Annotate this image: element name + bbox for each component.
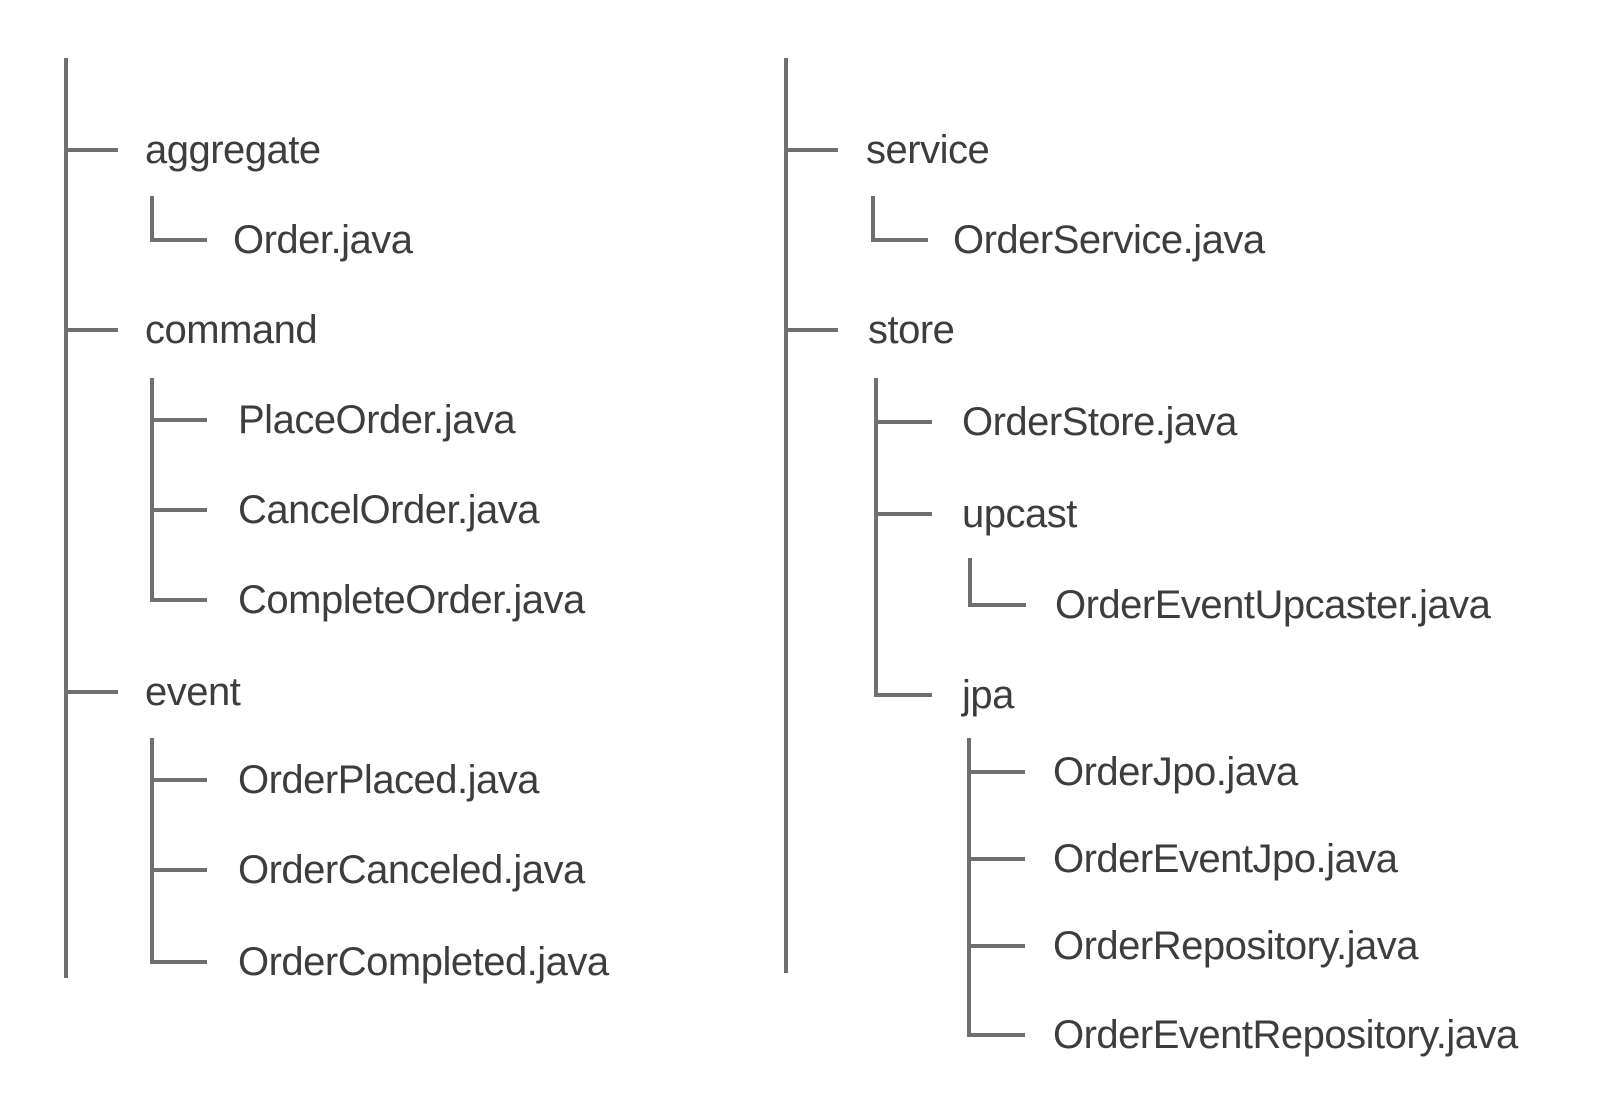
- order-placed-branch-line: [150, 778, 207, 782]
- file-label-order-event-jpo-java: OrderEventJpo.java: [1053, 837, 1398, 881]
- folder-label-upcast: upcast: [962, 492, 1077, 536]
- event-branch-line: [64, 690, 118, 694]
- service-child-connector-vline: [871, 196, 875, 242]
- order-canceled-branch-line: [150, 868, 207, 872]
- folder-label-event: event: [145, 670, 241, 714]
- left-tree-trunk-line: [64, 58, 68, 978]
- service-child-connector-hline: [871, 238, 928, 242]
- folder-label-aggregate: aggregate: [145, 128, 321, 172]
- event-subtrunk-line: [150, 738, 154, 964]
- file-label-order-event-upcaster-java: OrderEventUpcaster.java: [1055, 583, 1491, 627]
- file-label-complete-order-java: CompleteOrder.java: [238, 578, 585, 622]
- upcast-branch-line: [874, 512, 932, 516]
- order-event-jpo-branch-line: [967, 857, 1025, 861]
- folder-label-command: command: [145, 308, 318, 352]
- file-label-order-service-java: OrderService.java: [953, 218, 1265, 262]
- folder-label-jpa: jpa: [962, 673, 1014, 717]
- jpa-branch-line: [874, 693, 932, 697]
- file-label-order-jpo-java: OrderJpo.java: [1053, 750, 1298, 794]
- folder-label-store: store: [868, 308, 955, 352]
- complete-order-branch-line: [150, 598, 207, 602]
- place-order-branch-line: [150, 418, 207, 422]
- file-label-order-event-repository-java: OrderEventRepository.java: [1053, 1013, 1518, 1057]
- file-label-order-placed-java: OrderPlaced.java: [238, 758, 540, 802]
- upcast-child-connector-hline: [968, 603, 1026, 607]
- file-label-order-canceled-java: OrderCanceled.java: [238, 848, 585, 892]
- upcast-child-connector-vline: [968, 558, 972, 607]
- file-label-order-completed-java: OrderCompleted.java: [238, 940, 609, 984]
- cancel-order-branch-line: [150, 508, 207, 512]
- order-repository-branch-line: [967, 944, 1025, 948]
- aggregate-branch-line: [64, 148, 118, 152]
- right-tree-trunk-line: [784, 58, 788, 973]
- store-subtrunk-line: [874, 378, 878, 697]
- folder-label-service: service: [866, 128, 990, 172]
- service-branch-line: [784, 148, 838, 152]
- file-label-cancel-order-java: CancelOrder.java: [238, 488, 540, 532]
- order-jpo-branch-line: [967, 770, 1025, 774]
- order-completed-branch-line: [150, 960, 207, 964]
- file-label-order-java: Order.java: [233, 218, 413, 262]
- jpa-subtrunk-line: [967, 738, 971, 1037]
- store-branch-line: [784, 328, 838, 332]
- aggregate-child-connector-hline: [150, 238, 207, 242]
- file-label-order-repository-java: OrderRepository.java: [1053, 924, 1418, 968]
- aggregate-child-connector-vline: [150, 196, 154, 242]
- file-label-order-store-java: OrderStore.java: [962, 400, 1237, 444]
- command-branch-line: [64, 328, 118, 332]
- command-subtrunk-line: [150, 378, 154, 602]
- order-store-branch-line: [874, 420, 932, 424]
- file-label-place-order-java: PlaceOrder.java: [238, 398, 516, 442]
- order-event-repository-branch-line: [967, 1033, 1025, 1037]
